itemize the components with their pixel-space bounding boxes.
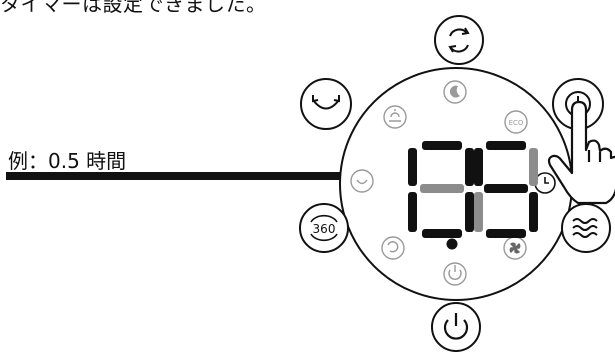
digit-zero [408,141,474,238]
fan-wave-button[interactable] [300,78,352,130]
inner-eco-icon: ECO [504,110,528,134]
inner-curve-icon [350,169,374,193]
swing-button[interactable] [434,15,484,65]
wind-waves-icon [572,218,598,238]
power-button[interactable] [431,302,481,352]
decimal-point [446,238,458,250]
timer-display [408,141,538,250]
inner-rotate-icon [381,236,405,260]
wind-button[interactable] [561,203,611,253]
inner-power-icon [443,262,467,286]
inner-sun-icon [383,105,407,129]
digit-five [474,141,538,238]
pointing-hand-icon [547,100,615,205]
inner-icon-ring: ECO [350,80,528,286]
power-icon [443,313,469,340]
rotate-360-icon [310,214,338,242]
example-label: 例：0.5 時間 [8,149,127,173]
mode-360-label: 360 [313,222,336,236]
header-text: タイマーは設定できました。 [0,0,267,16]
mode-360-button[interactable]: 360 [299,203,349,253]
cycle-arrows-icon [448,27,470,53]
inner-moon-icon [443,80,467,104]
eco-text: ECO [509,119,524,127]
curved-arrow-icon [312,95,340,110]
